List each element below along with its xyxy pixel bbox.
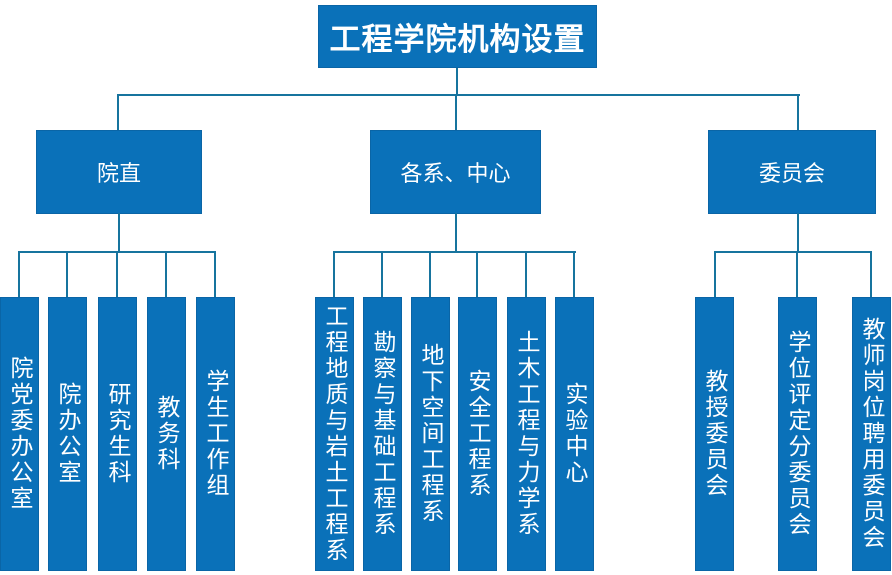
connector-line	[525, 251, 527, 297]
connector-line	[573, 251, 575, 297]
branch-node-departments-centers: 各系、中心	[370, 130, 541, 214]
connector-line	[165, 251, 167, 297]
branch-node-label: 各系、中心	[400, 161, 511, 186]
connector-line	[214, 251, 216, 297]
leaf-node: 勘察与基础工程系	[363, 297, 402, 571]
connector-line	[714, 251, 872, 253]
connector-line	[456, 68, 458, 96]
connector-line	[116, 251, 118, 297]
branch-node-committees: 委员会	[708, 130, 876, 214]
connector-line	[66, 251, 68, 297]
leaf-node-label: 教授委员会	[702, 369, 728, 499]
leaf-node-label: 勘察与基础工程系	[370, 330, 396, 538]
leaf-node-label: 教师岗位聘用委员会	[859, 317, 885, 551]
leaf-node-label: 院党委办公室	[7, 356, 33, 512]
connector-line	[429, 251, 431, 297]
leaf-node-label: 研究生科	[105, 382, 131, 486]
leaf-node-label: 教务科	[154, 395, 180, 473]
connector-line	[118, 213, 120, 253]
branch-node-label: 院直	[96, 161, 141, 186]
connector-line	[714, 251, 716, 297]
connector-line	[455, 213, 457, 253]
leaf-node-label: 学生工作组	[203, 369, 229, 499]
connector-line	[333, 251, 335, 297]
connector-line	[476, 251, 478, 297]
leaf-node: 土木工程与力学系	[507, 297, 546, 571]
leaf-node: 地下空间工程系	[411, 297, 450, 571]
connector-line	[797, 94, 799, 131]
leaf-node: 研究生科	[98, 297, 137, 571]
connector-line	[870, 251, 872, 297]
leaf-node: 学生工作组	[196, 297, 235, 571]
connector-line	[333, 251, 576, 253]
leaf-node-label: 学位评定分委员会	[785, 330, 811, 538]
connector-line	[117, 94, 800, 96]
connector-line	[381, 251, 383, 297]
connector-line	[117, 94, 119, 131]
leaf-node: 安全工程系	[458, 297, 497, 571]
connector-line	[455, 94, 457, 131]
leaf-node: 实验中心	[555, 297, 594, 571]
connector-line	[18, 251, 20, 297]
leaf-node: 院办公室	[48, 297, 87, 571]
leaf-node: 教授委员会	[695, 297, 734, 571]
root-node-label: 工程学院机构设置	[329, 22, 586, 57]
branch-node-label: 委员会	[758, 161, 825, 186]
connector-line	[796, 251, 798, 297]
leaf-node: 院党委办公室	[0, 297, 39, 571]
root-node: 工程学院机构设置	[318, 5, 597, 68]
branch-node-college-direct: 院直	[36, 130, 202, 214]
leaf-node: 学位评定分委员会	[778, 297, 817, 571]
leaf-node: 教师岗位聘用委员会	[852, 297, 891, 571]
leaf-node-label: 安全工程系	[465, 369, 491, 499]
leaf-node: 教务科	[147, 297, 186, 571]
leaf-node: 工程地质与岩土工程系	[315, 297, 354, 571]
leaf-node-label: 地下空间工程系	[418, 343, 444, 525]
leaf-node-label: 院办公室	[55, 382, 81, 486]
leaf-node-label: 工程地质与岩土工程系	[322, 304, 348, 564]
connector-line	[797, 213, 799, 253]
leaf-node-label: 实验中心	[562, 382, 588, 486]
leaf-node-label: 土木工程与力学系	[514, 330, 540, 538]
